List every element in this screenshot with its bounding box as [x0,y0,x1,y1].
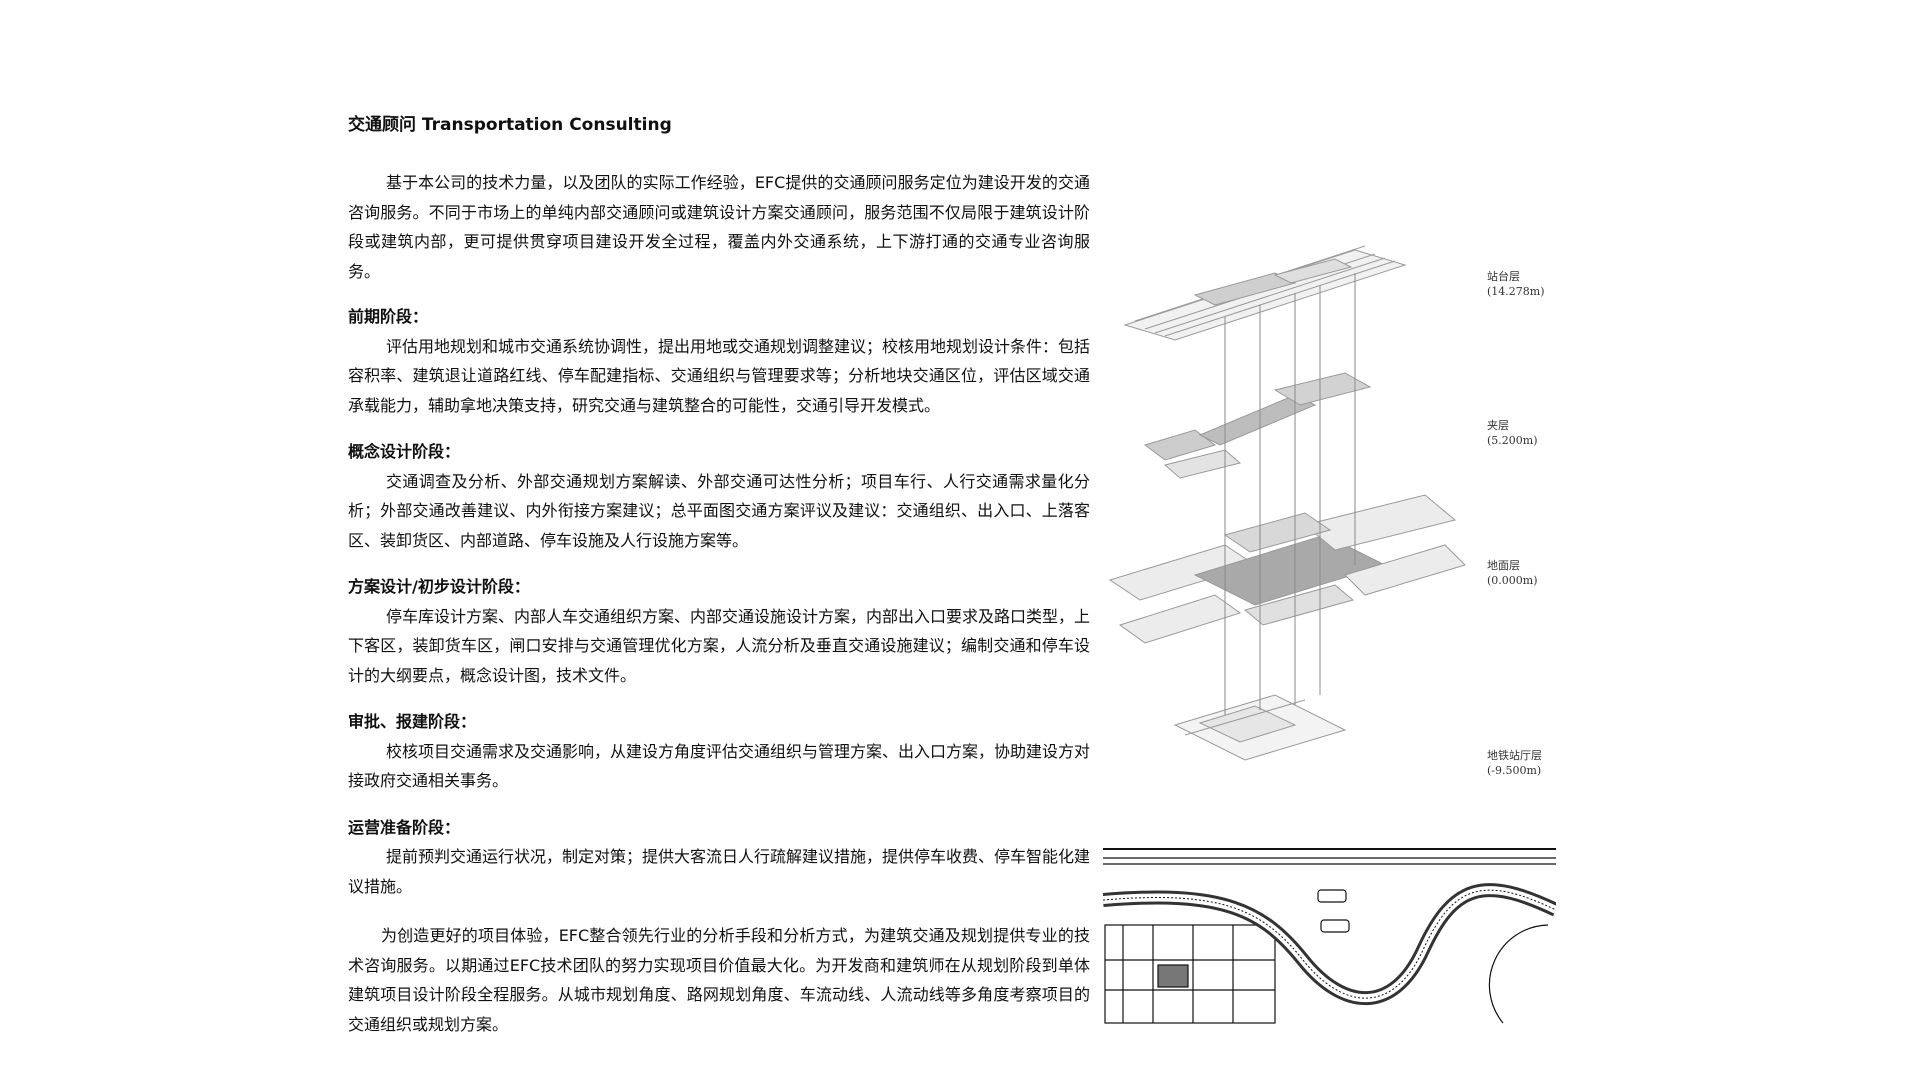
arc-wall [1488,924,1549,1024]
level-elevation: (-9.500m) [1487,764,1542,777]
section-scheme-design: 方案设计/初步设计阶段： 停车库设计方案、内部人车交通组织方案、内部交通设施设计… [348,572,1090,690]
plan-drawing [1102,857,1560,1024]
level-label-concourse: 地铁站厅层 (-9.500m) [1487,748,1542,778]
level-label-ground: 地面层 (0.000m) [1487,558,1538,588]
section-title: 审批、报建阶段： [348,712,477,731]
vertical-connectors [1224,273,1356,715]
closing-paragraph: 为创造更好的项目体验，EFC整合领先行业的分析手段和分析方式，为建筑交通及规划提… [348,926,1090,1034]
section-body: 停车库设计方案、内部人车交通组织方案、内部交通设施设计方案，内部出入口要求及路口… [348,606,1091,685]
section-title: 方案设计/初步设计阶段： [348,577,530,596]
level-label-platform: 站台层 (14.278m) [1487,269,1545,299]
text-column: 交通顾问 Transportation Consulting 基于本公司的技术力… [348,112,1090,1039]
section-operation-prep: 运营准备阶段： 提前预判交通运行状况，制定对策；提供大客流日人行疏解建议措施，提… [348,813,1090,902]
mezzanine-level-plate [1143,372,1372,479]
level-name: 地面层 [1487,559,1520,572]
core-block [1157,964,1189,988]
station-axonometric-figure: 站台层 (14.278m) 夹层 (5.200m) 地面层 (0.000m) 地… [1105,245,1565,785]
section-concept-design: 概念设计阶段： 交通调查及分析、外部交通规划方案解读、外部交通可达性分析；项目车… [348,437,1090,555]
section-approval: 审批、报建阶段： 校核项目交通需求及交通影响，从建设方角度评估交通组织与管理方案… [348,707,1090,796]
concourse-level-plate [1173,694,1347,761]
section-body: 校核项目交通需求及交通影响，从建设方角度评估交通组织与管理方案、出入口方案，协助… [348,741,1091,791]
level-elevation: (14.278m) [1487,285,1545,298]
level-name: 夹层 [1487,419,1509,432]
level-label-mezzanine: 夹层 (5.200m) [1487,418,1538,448]
section-title: 运营准备阶段： [348,817,461,837]
axonometric-drawing [1108,245,1466,761]
section-early-stage: 前期阶段： 评估用地规划和城市交通系统协调性，提出用地或交通规划调整建议；校核用… [348,302,1090,420]
section-body: 交通调查及分析、外部交通规划方案解读、外部交通可达性分析；项目车行、人行交通需求… [348,471,1090,550]
platform-level-plate [1123,245,1407,341]
page-title: 交通顾问 Transportation Consulting [348,115,672,135]
level-name: 地铁站厅层 [1487,749,1542,762]
vehicle-icon [1320,919,1350,933]
section-title: 概念设计阶段： [348,442,461,461]
level-elevation: (0.000m) [1487,574,1538,587]
intro-paragraph: 基于本公司的技术力量，以及团队的实际工作经验，EFC提供的交通顾问服务定位为建设… [348,173,1090,281]
section-body: 评估用地规划和城市交通系统协调性，提出用地或交通规划调整建议；校核用地规划设计条… [348,336,1091,415]
section-body: 提前预判交通运行状况，制定对策；提供大客流日人行疏解建议措施，提供停车收费、停车… [348,847,1091,896]
building-block [1104,924,1276,1024]
level-elevation: (5.200m) [1487,434,1538,447]
ground-level-plate [1108,494,1466,644]
parking-ramp-plan [1102,848,1560,1025]
level-name: 站台层 [1487,270,1520,283]
vehicle-icon [1317,889,1347,903]
section-title: 前期阶段： [348,307,429,326]
